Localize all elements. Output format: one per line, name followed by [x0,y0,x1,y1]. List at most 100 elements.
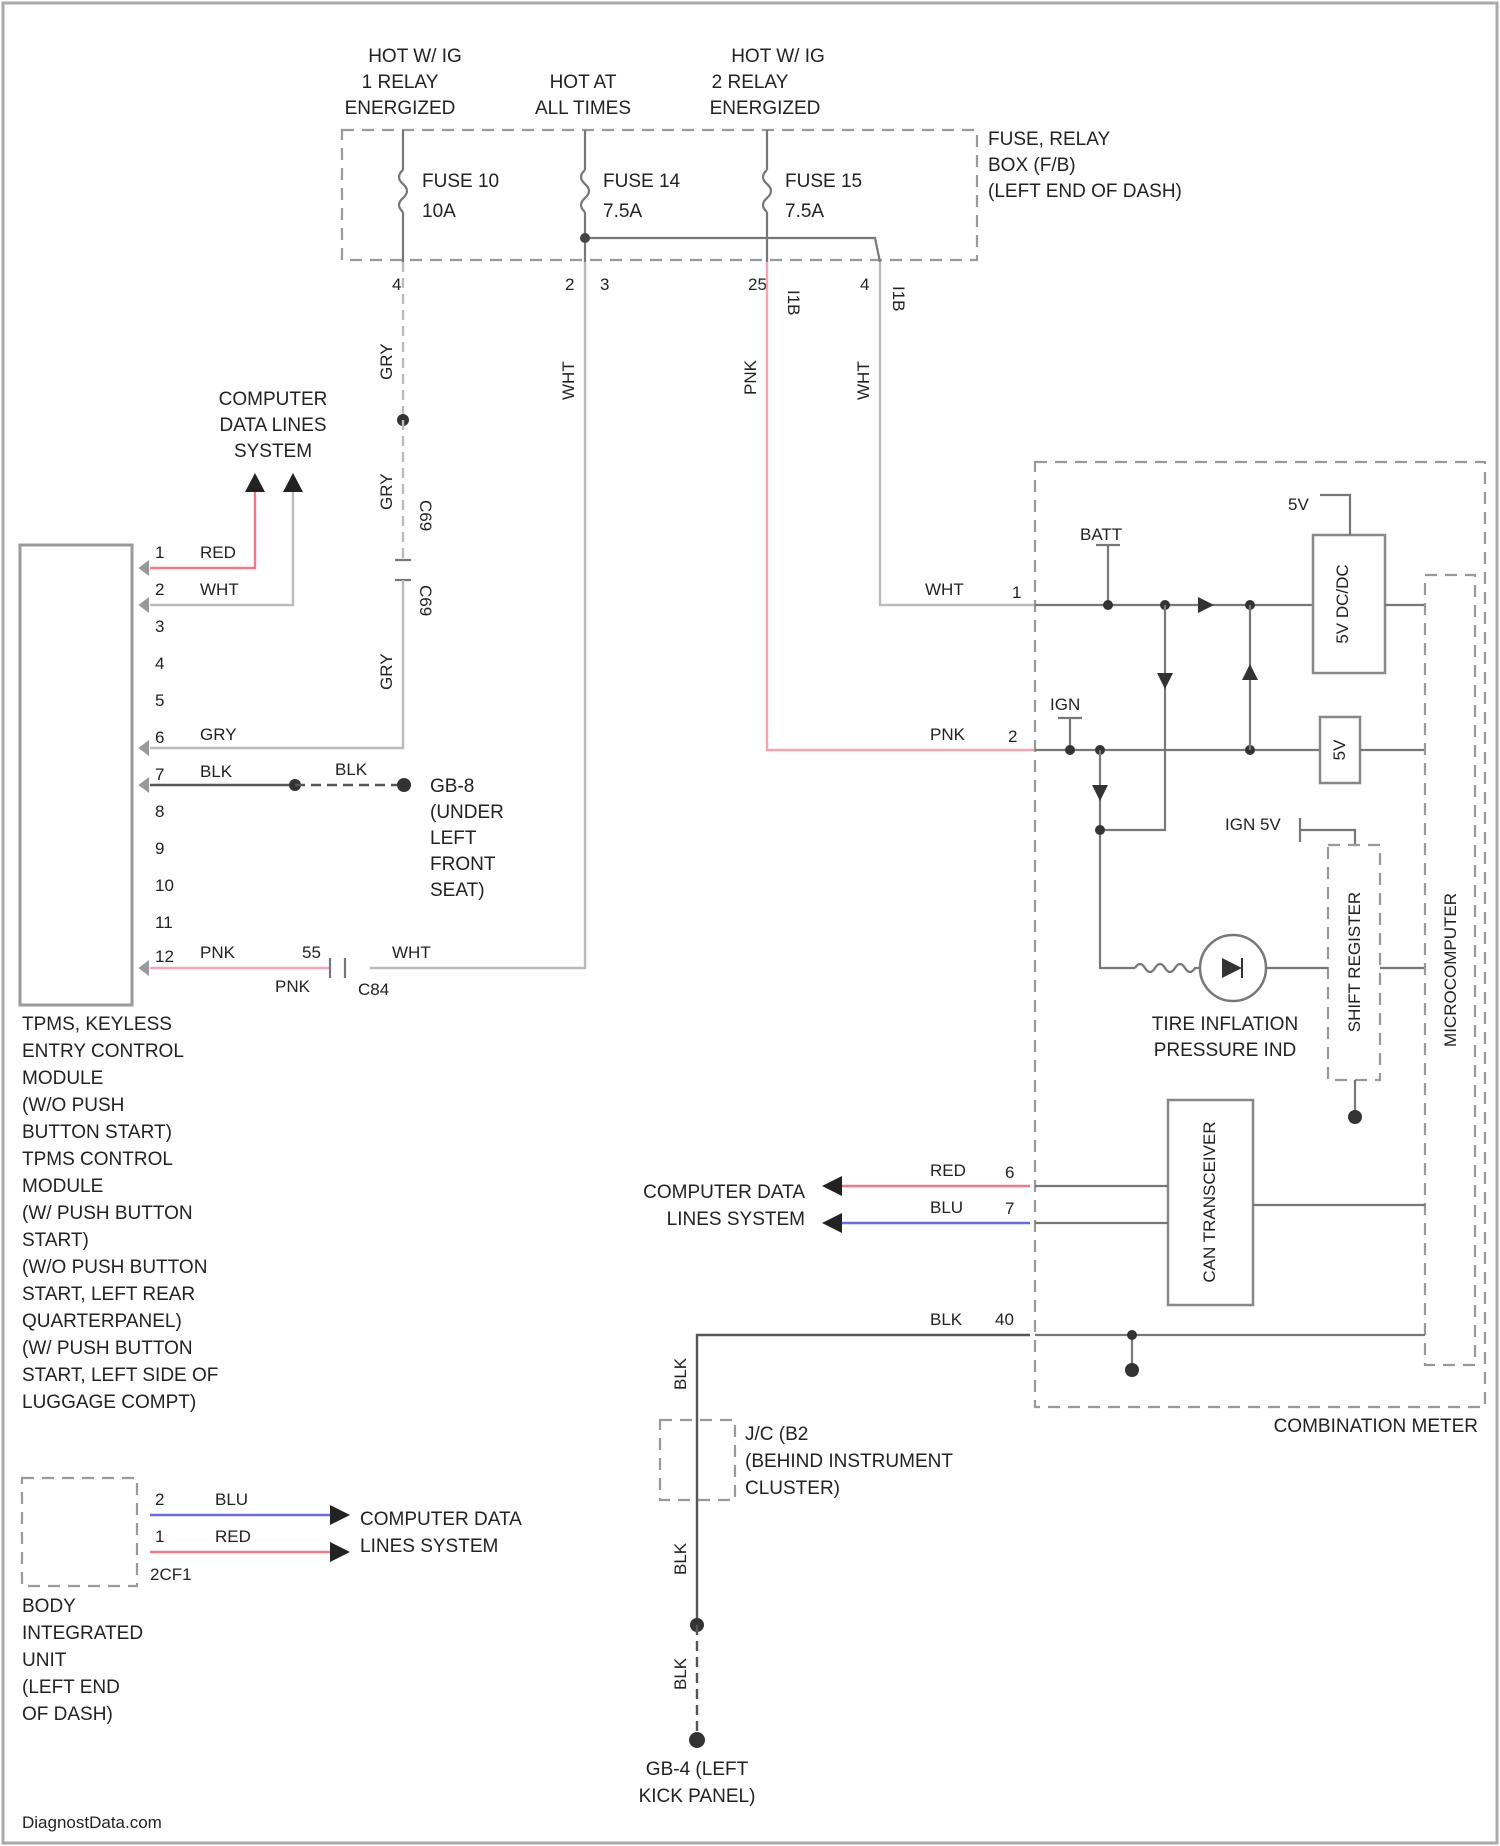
svg-text:COMPUTER DATA: COMPUTER DATA [643,1182,805,1203]
relay1-line2: 1 RELAY [362,72,439,93]
svg-text:BLK: BLK [671,1542,690,1575]
svg-text:11: 11 [155,913,173,932]
fuse-10: FUSE 10 10A [399,130,499,262]
svg-text:TPMS, KEYLESS: TPMS, KEYLESS [22,1014,172,1035]
svg-text:GB-4 (LEFT: GB-4 (LEFT [646,1759,749,1780]
watermark: DiagnostData.com [22,1813,162,1832]
svg-text:7: 7 [1005,1199,1014,1218]
svg-text:IGN 5V: IGN 5V [1225,815,1281,834]
fuse-15-name: FUSE 15 [785,171,862,192]
svg-text:START): START) [22,1230,89,1251]
svg-text:PNK: PNK [275,977,311,996]
svg-text:LINES SYSTEM: LINES SYSTEM [667,1209,805,1230]
svg-text:40: 40 [995,1310,1014,1329]
data-arrow-1 [245,473,265,492]
svg-text:BLU: BLU [215,1490,248,1509]
svg-text:TPMS CONTROL: TPMS CONTROL [22,1149,173,1170]
svg-text:GRY: GRY [377,473,396,510]
gb8-label: GB-8 (UNDER LEFT FRONT SEAT) [430,776,504,901]
svg-text:PNK: PNK [741,359,760,395]
jc-b2-label: J/C (B2 (BEHIND INSTRUMENT CLUSTER) [745,1424,953,1499]
svg-text:FUSE, RELAY: FUSE, RELAY [988,129,1110,150]
pnk-wire-fuse15 [767,262,1035,750]
svg-text:IGN: IGN [1050,695,1080,714]
relay2-line1: HOT W/ IG [731,46,825,67]
fuse-box-outline [342,130,977,260]
svg-text:MODULE: MODULE [22,1176,103,1197]
tpms-p6-color: GRY [200,725,237,744]
svg-text:WHT: WHT [559,361,578,400]
svg-text:OF DASH): OF DASH) [22,1704,113,1725]
svg-text:C69: C69 [416,500,435,531]
tpms-pins: 1 2 3 4 5 6 7 8 9 10 11 12 [155,543,174,966]
relay2-line3: ENERGIZED [710,98,821,119]
batt-diode [1198,597,1214,613]
svg-text:GB-8: GB-8 [430,776,474,797]
svg-text:1: 1 [155,543,164,562]
fuse-10-rating: 10A [422,201,456,222]
tire-ind-resistor [1135,964,1200,972]
svg-text:1: 1 [1012,583,1021,602]
svg-text:8: 8 [155,802,164,821]
wht-wire-meter [880,262,1035,605]
fuse-15: FUSE 15 7.5A [763,130,862,262]
svg-text:CAN TRANSCEIVER: CAN TRANSCEIVER [1200,1121,1219,1282]
fuse-10-name: FUSE 10 [422,171,499,192]
svg-text:BUTTON START): BUTTON START) [22,1122,172,1143]
svg-text:BLK: BLK [671,1357,690,1390]
svg-text:GRY: GRY [377,653,396,690]
svg-text:2: 2 [155,1490,164,1509]
svg-text:FRONT: FRONT [430,854,496,875]
svg-text:(BEHIND INSTRUMENT: (BEHIND INSTRUMENT [745,1451,953,1472]
gb8-ground-point [397,778,411,792]
svg-text:10: 10 [155,876,174,895]
svg-text:(W/O PUSH BUTTON: (W/O PUSH BUTTON [22,1257,207,1278]
always-line2: ALL TIMES [535,98,631,119]
svg-text:25: 25 [748,275,767,294]
svg-text:55: 55 [302,943,321,962]
svg-text:PRESSURE IND: PRESSURE IND [1154,1040,1297,1061]
svg-text:5V DC/DC: 5V DC/DC [1333,564,1352,643]
svg-text:WHT: WHT [392,943,431,962]
svg-text:RED: RED [215,1527,251,1546]
svg-text:GRY: GRY [377,343,396,380]
svg-text:BLK: BLK [335,760,368,779]
svg-text:UNIT: UNIT [22,1650,67,1671]
always-line1: HOT AT [550,72,617,93]
svg-text:SEAT): SEAT) [430,880,485,901]
power-labels: HOT W/ IG 1 RELAY ENERGIZED HOT AT ALL T… [345,46,825,119]
tpms-p7-color: BLK [200,762,233,781]
svg-text:ENTRY CONTROL: ENTRY CONTROL [22,1041,184,1062]
body-unit-label: BODY INTEGRATED UNIT (LEFT END OF DASH) [22,1596,143,1725]
svg-text:(LEFT END: (LEFT END [22,1677,120,1698]
svg-text:(LEFT END OF DASH): (LEFT END OF DASH) [988,181,1182,202]
svg-text:5: 5 [155,691,164,710]
svg-text:12: 12 [155,947,174,966]
svg-text:QUARTERPANEL): QUARTERPANEL) [22,1311,182,1332]
svg-text:BATT: BATT [1080,525,1122,544]
svg-text:BLK: BLK [671,1657,690,1690]
svg-text:C84: C84 [358,980,389,999]
fuse-15-rating: 7.5A [785,201,824,222]
combination-meter-label: COMBINATION METER [1274,1416,1478,1437]
data-arrow-2 [283,473,303,492]
svg-text:RED: RED [930,1161,966,1180]
svg-text:I1B: I1B [784,290,803,316]
svg-text:4: 4 [860,275,869,294]
svg-text:DATA LINES: DATA LINES [220,415,327,436]
svg-text:7: 7 [155,765,164,784]
svg-text:MICROCOMPUTER: MICROCOMPUTER [1441,893,1460,1047]
svg-text:4: 4 [392,275,401,294]
svg-text:BLK: BLK [930,1310,963,1329]
fuse14-junction [580,233,590,243]
tire-ind-label: TIRE INFLATION PRESSURE IND [1152,1014,1298,1061]
c69-connector [395,560,411,580]
tpms-module-box [20,545,132,1005]
combination-meter-outline [1035,462,1485,1407]
svg-text:TIRE INFLATION: TIRE INFLATION [1152,1014,1298,1035]
svg-text:4: 4 [155,654,164,673]
svg-text:3: 3 [155,617,164,636]
svg-text:2CF1: 2CF1 [150,1565,192,1584]
gb4-label: GB-4 (LEFT KICK PANEL) [639,1759,756,1807]
tpms-p2-color: WHT [200,580,239,599]
